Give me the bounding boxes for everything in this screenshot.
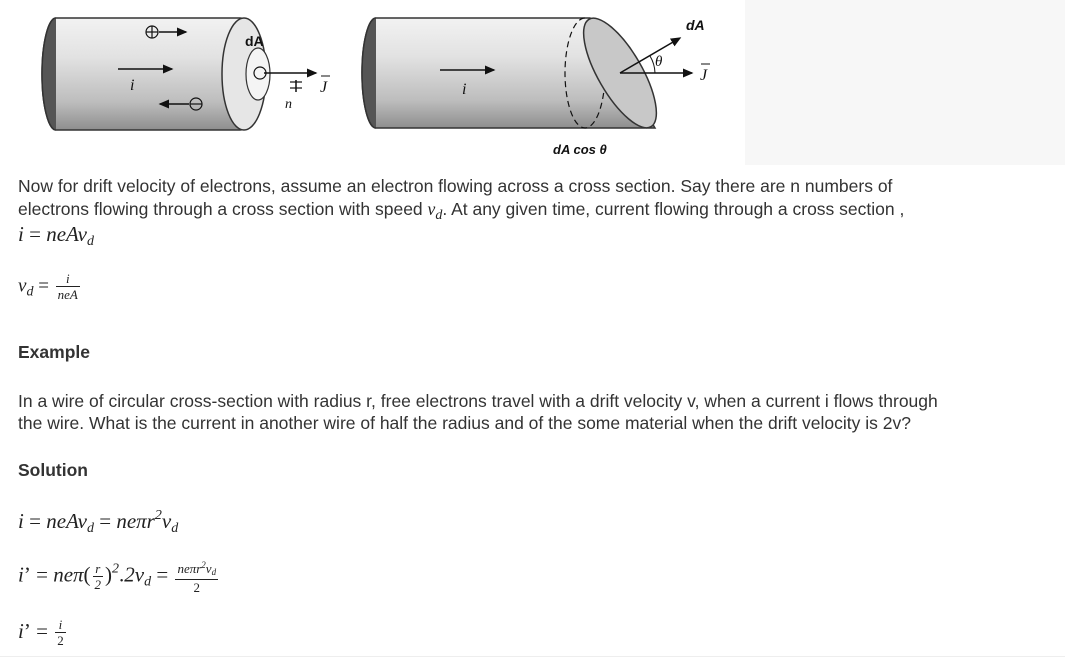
intro-line-2-text-a: electrons flowing through a cross sectio…: [18, 199, 428, 219]
intro-line-1: Now for drift velocity of electrons, ass…: [18, 176, 893, 196]
right-current-label: i: [462, 81, 466, 98]
left-J-label: J: [320, 79, 328, 96]
figure-side-panel: [745, 0, 1065, 165]
drift-velocity-symbol: vd: [427, 199, 443, 223]
current-density-figure: i dA J n i dA θ J dA cos θ: [0, 0, 745, 165]
right-area-vector-label: dA: [686, 17, 705, 33]
solution-equation-1: i = neAvd = neπr2vd: [18, 508, 179, 536]
intro-line-2: electrons flowing through a cross sectio…: [18, 198, 904, 227]
intro-line-2-text-b: . At any given time, current flowing thr…: [442, 199, 905, 219]
left-current-label: i: [130, 77, 134, 94]
left-area-label: dA: [245, 33, 264, 49]
left-wire-diagram: i dA J n: [41, 17, 330, 131]
left-normal-label: n: [285, 97, 292, 112]
figure-svg: i dA J n i dA θ J dA cos θ: [41, 17, 710, 157]
example-line-2: the wire. What is the current in another…: [18, 413, 911, 433]
right-J-label: J: [700, 67, 708, 84]
equation-current: i = neAvd: [18, 222, 94, 249]
right-projected-area-label: dA cos θ: [553, 142, 607, 157]
bottom-divider: [0, 656, 1065, 657]
solution-heading: Solution: [18, 460, 88, 480]
right-wire-diagram: i dA θ J dA cos θ: [361, 17, 710, 157]
example-line-1: In a wire of circular cross-section with…: [18, 391, 938, 411]
example-heading: Example: [18, 342, 90, 362]
right-theta-label: θ: [655, 54, 663, 70]
